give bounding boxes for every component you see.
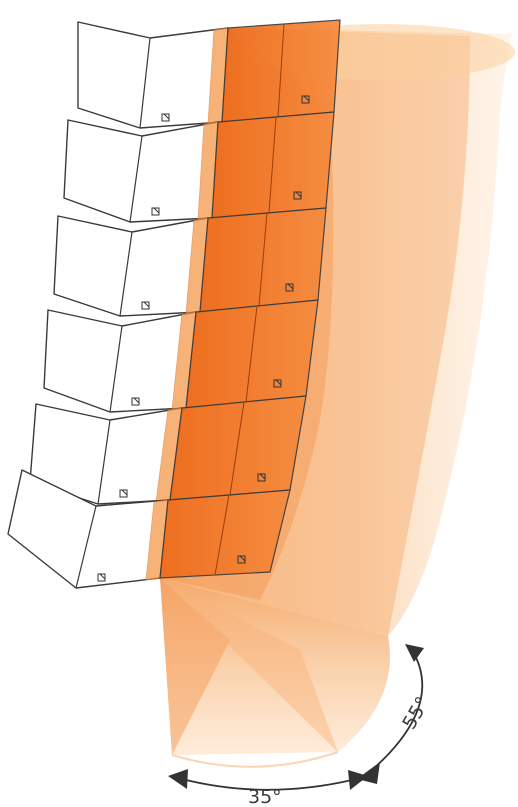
cabinet-edge-line bbox=[139, 37, 151, 129]
cabinet-side-panel bbox=[77, 21, 229, 129]
logo-square-icon bbox=[97, 573, 106, 582]
cabinet-edge-line bbox=[97, 419, 111, 505]
cabinet-face-divider bbox=[245, 305, 258, 403]
cabinet-edge-line bbox=[109, 325, 123, 413]
logo-square-icon bbox=[119, 489, 128, 498]
speaker-cabinet bbox=[7, 469, 291, 589]
cabinet-side-panel bbox=[63, 119, 219, 223]
arrowhead-vertical-top bbox=[405, 644, 424, 662]
angle-arrow-horizontal bbox=[168, 769, 368, 791]
logo-square-icon bbox=[273, 379, 282, 388]
cabinet-edge-line bbox=[119, 231, 133, 317]
speaker-cabinet bbox=[77, 19, 341, 129]
horizontal-coverage-fan bbox=[160, 578, 390, 768]
horizontal-angle-label: 35° bbox=[248, 786, 282, 807]
logo-square-icon bbox=[131, 397, 140, 406]
logo-square-icon bbox=[161, 113, 170, 122]
vertical-angle-label: 55° bbox=[398, 693, 434, 733]
arrowhead-horizontal-right bbox=[348, 770, 368, 790]
cabinet-face-divider bbox=[268, 116, 277, 214]
cabinet-face-divider bbox=[229, 401, 245, 496]
fan-ray-left bbox=[160, 578, 230, 755]
logo-square-icon bbox=[293, 191, 302, 200]
logo-square-icon bbox=[141, 301, 150, 310]
cabinet-edge-line bbox=[129, 135, 143, 223]
speaker-cabinet bbox=[43, 299, 319, 413]
arc-horizontal bbox=[181, 778, 353, 791]
logo-square-icon bbox=[301, 95, 310, 104]
cabinet-side-panel bbox=[53, 215, 209, 317]
speaker-cabinet bbox=[29, 395, 307, 505]
logo-square-icon bbox=[151, 207, 160, 216]
speaker-cabinet-stack bbox=[7, 19, 341, 589]
fan-edge-arc bbox=[171, 751, 339, 768]
cabinet-front-face bbox=[159, 489, 291, 579]
cabinet-front-face bbox=[169, 395, 307, 501]
logo-square-icon bbox=[237, 555, 246, 564]
arc-vertical bbox=[371, 649, 424, 771]
fan-shape bbox=[160, 578, 390, 755]
arrowhead-horizontal-left bbox=[168, 769, 188, 789]
speaker-cabinet bbox=[63, 111, 335, 223]
logo-square-icon bbox=[257, 473, 266, 482]
speaker-cabinet bbox=[53, 207, 327, 317]
fan-ray-right bbox=[160, 578, 338, 752]
cabinet-face-divider bbox=[214, 494, 230, 576]
cabinet-edge-line bbox=[75, 505, 97, 589]
cabinet-face-divider bbox=[277, 23, 285, 118]
logo-square-icon bbox=[285, 283, 294, 292]
cabinet-face-divider bbox=[258, 212, 268, 307]
